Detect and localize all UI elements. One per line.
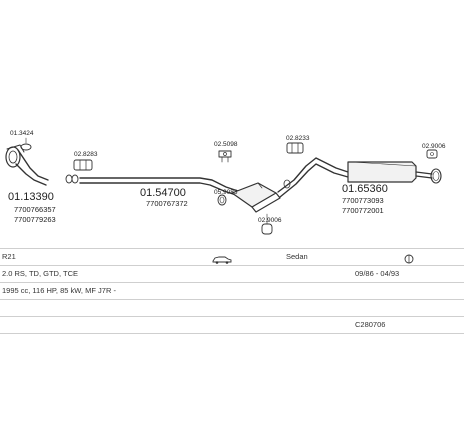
part-label-7700766357: 7700766357 (14, 205, 56, 214)
rubber-mount-02-9006 (261, 213, 273, 235)
clamp-02-8233 (286, 142, 304, 154)
vehicle-make: R21 (2, 252, 16, 261)
catalog-number: C280706 (355, 320, 386, 329)
part-label-01-13390: 01.13390 (8, 191, 54, 203)
part-label-7700779263: 7700779263 (14, 215, 56, 224)
part-label-02-8233: 02.8233 (286, 135, 310, 142)
row-catalog: C280706 (0, 316, 464, 334)
part-label-01-65360: 01.65360 (342, 183, 388, 195)
part-label-01-3424: 01.3424 (10, 130, 34, 137)
part-label-7700767372: 7700767372 (146, 199, 188, 208)
rear-silencer-01-65360 (347, 161, 442, 184)
middle-pipe-01-54700 (79, 177, 239, 196)
intermediate-pipe (277, 157, 349, 198)
middle-silencer (231, 182, 281, 213)
clamp-05-9083 (217, 194, 227, 206)
row-engine: 2.0 RS, TD, GTD, TCE 09/86 - 04/93 (0, 265, 464, 282)
rubber-mount-02-5098 (218, 150, 232, 163)
vehicle-info-table: R21 Sedan 2.0 RS, TD, GTD, TCE 09/86 - 0… (0, 248, 464, 334)
steering-wheel-icon (403, 251, 415, 269)
row-empty (0, 299, 464, 316)
part-label-05-9083: 05.9083 (214, 189, 238, 196)
body-type: Sedan (286, 252, 308, 261)
exhaust-system-diagram: 01.3424 01.13390 7700766357 7700779263 0… (5, 130, 446, 235)
pipe-connector (65, 174, 79, 184)
part-label-02-5098: 02.5098 (214, 141, 238, 148)
sedan-car-icon (212, 251, 232, 269)
engine-codes: 2.0 RS, TD, GTD, TCE (2, 269, 78, 278)
part-label-7700772001: 7700772001 (342, 206, 384, 215)
part-label-01-54700: 01.54700 (140, 187, 186, 199)
rubber-mount-rear-02-9006 (426, 149, 438, 159)
row-model: R21 Sedan (0, 248, 464, 265)
part-label-7700773093: 7700773093 (342, 196, 384, 205)
part-label-02-9006-rear: 02.9006 (422, 143, 446, 150)
engine-spec: 1995 cc, 116 HP, 85 kW, MF J7R - (2, 286, 116, 295)
gasket-01-3424 (20, 137, 32, 151)
part-label-02-8283: 02.8283 (74, 151, 98, 158)
row-spec: 1995 cc, 116 HP, 85 kW, MF J7R - (0, 282, 464, 299)
clamp-02-8283 (73, 159, 93, 171)
part-label-02-9006: 02.9006 (258, 217, 282, 224)
front-downpipe (5, 144, 49, 186)
production-period: 09/86 - 04/93 (355, 269, 400, 278)
